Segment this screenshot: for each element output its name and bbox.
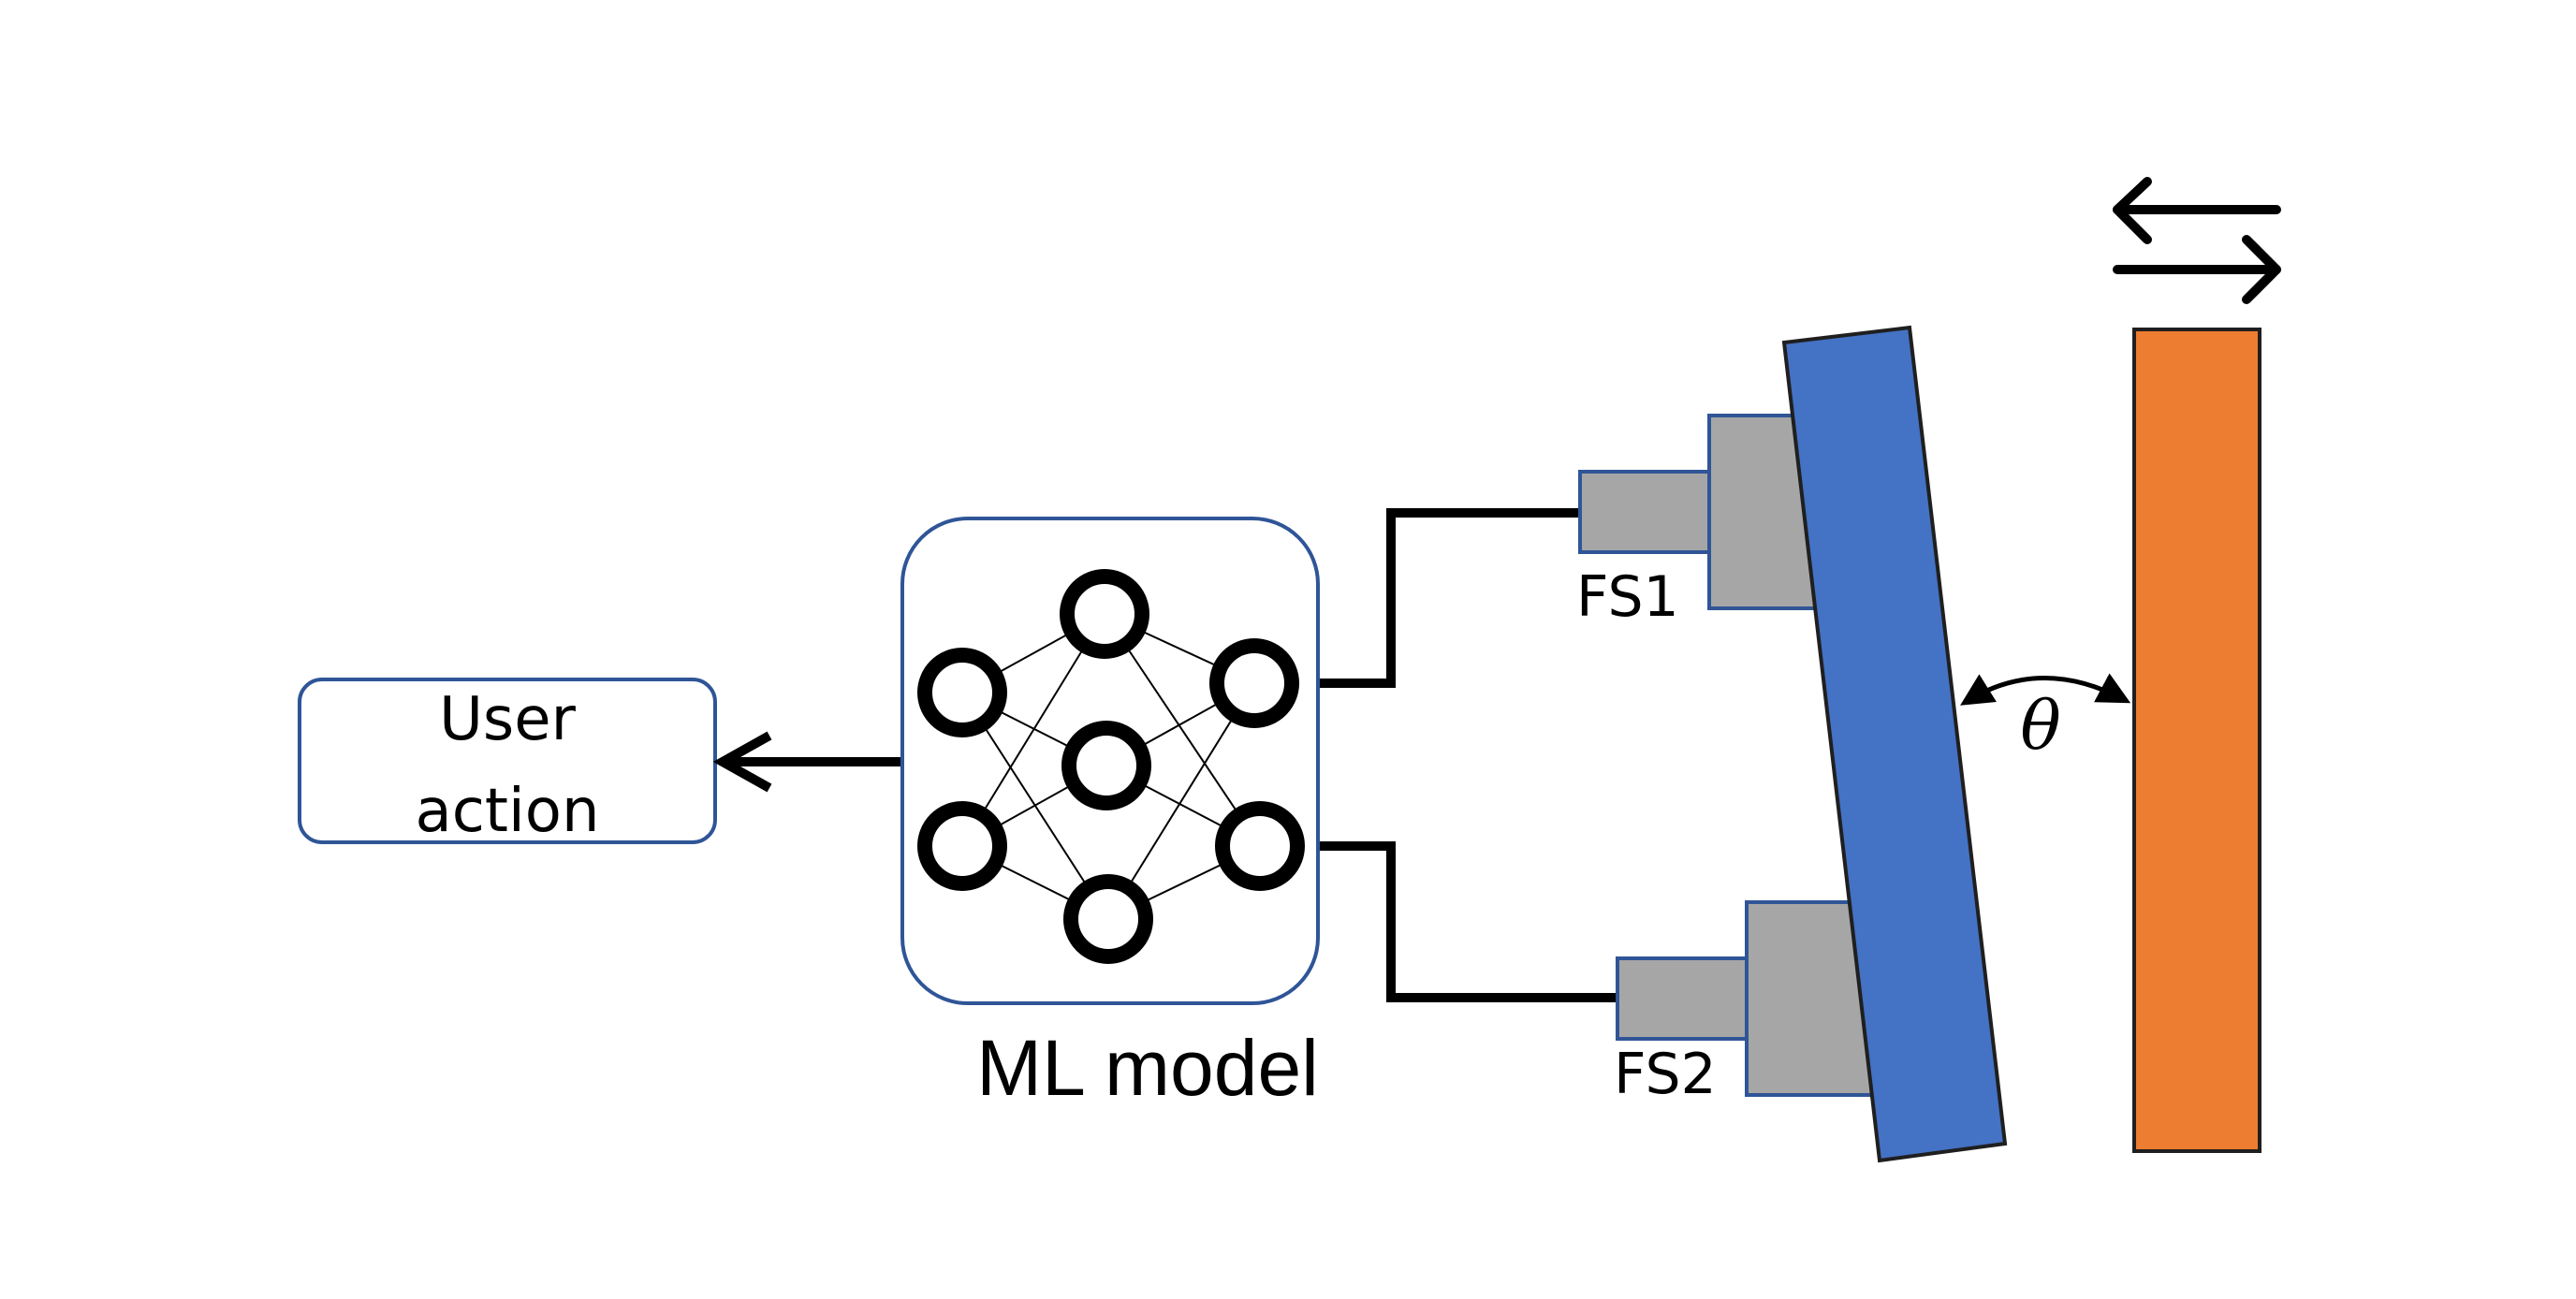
network-node [917,801,1007,891]
network-node [1063,874,1153,964]
user-action-label-line2: action [416,777,600,846]
output-arrow [712,731,900,793]
wire-fs1 [1320,508,1582,688]
network-node [1209,638,1299,728]
bidirectional-arrows-icon [2113,177,2281,304]
user-action-box: User action [298,678,717,846]
angle-indicator: θ [1960,673,2131,765]
neural-network-icon [917,569,1305,964]
sensor-fs2: FS2 [1614,900,1874,1107]
user-action-label-line1: User [439,685,577,754]
sensor-fs1: FS1 [1576,414,1823,630]
network-node [1061,721,1151,810]
fixed-plate [2132,328,2261,1153]
wire-fs2 [1320,841,1619,1002]
angle-theta-label: θ [2020,686,2060,765]
ml-model-label: ML model [976,1024,1319,1112]
tilted-plate [1781,325,2008,1163]
network-node [1060,569,1149,659]
sensor-fs1-label: FS1 [1576,564,1679,630]
sensor-wires [1320,508,1619,1002]
sensor-fs2-label: FS2 [1614,1042,1717,1107]
network-node [917,648,1007,737]
network-node [1215,801,1305,891]
